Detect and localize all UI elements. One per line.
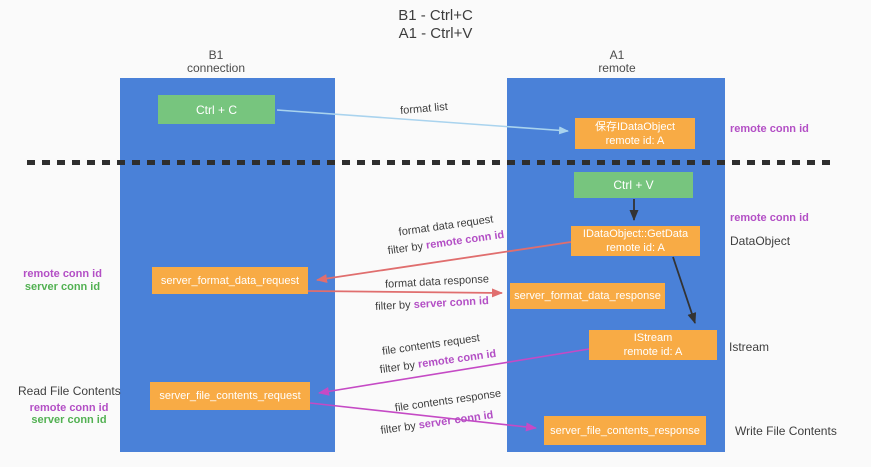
- diagram-title: B1 - Ctrl+C A1 - Ctrl+V: [0, 7, 871, 43]
- getdata-node: IDataObject::GetData remote id: A: [571, 226, 700, 256]
- remote-conn-id-label-mid-left: remote conn id: [23, 268, 102, 280]
- remote-conn-id-label-bottom-left: remote conn id: [29, 402, 109, 414]
- server-file-contents-request-node: server_file_contents_request: [150, 382, 310, 410]
- write-file-contents-label: Write File Contents: [735, 424, 837, 438]
- server-format-data-response-label: server_format_data_response: [514, 290, 661, 302]
- filter-by-prefix: filter by: [387, 239, 427, 258]
- server-format-data-request-node: server_format_data_request: [152, 267, 308, 294]
- getdata-line1: IDataObject::GetData: [582, 228, 689, 240]
- session-divider-line: [27, 160, 833, 165]
- remote-conn-id-label-top-right: remote conn id: [730, 123, 809, 135]
- format-data-response-filter-label: filter by server conn id: [375, 295, 489, 313]
- ctrl-c-node: Ctrl + C: [158, 95, 275, 124]
- server-file-contents-request-label: server_file_contents_request: [159, 390, 301, 402]
- filter-by-prefix: filter by: [379, 419, 420, 437]
- server-format-data-request-label: server_format_data_request: [160, 274, 300, 287]
- ctrl-c-label: Ctrl + C: [195, 102, 237, 117]
- istream-side-label: Istream: [729, 340, 770, 354]
- save-dataobject-line2: remote id: A: [605, 134, 665, 147]
- title-line-1: B1 - Ctrl+C: [398, 7, 473, 24]
- ctrl-v-label: Ctrl + V: [613, 178, 654, 192]
- format-list-label: format list: [399, 100, 449, 118]
- server-conn-id-label-mid-left: server conn id: [24, 281, 101, 293]
- istream-node: IStream remote id: A: [589, 330, 717, 360]
- server-conn-id-keyword: server conn id: [413, 295, 490, 311]
- ctrl-v-node: Ctrl + V: [574, 172, 693, 198]
- title-line-2: A1 - Ctrl+V: [398, 25, 473, 42]
- istream-line2: remote id: A: [623, 346, 683, 358]
- format-data-response-label: format data response: [384, 273, 490, 291]
- server-file-contents-response-node: server_file_contents_response: [544, 416, 706, 445]
- lane-header-b1: B1 connection: [146, 49, 286, 75]
- filter-by-prefix: filter by: [374, 298, 414, 313]
- server-file-contents-response-label: server_file_contents_response: [550, 424, 700, 437]
- lane-b1-name: B1: [208, 48, 224, 62]
- dataobject-label: DataObject: [730, 234, 791, 248]
- filter-by-prefix: filter by: [379, 358, 419, 377]
- lane-header-a1: A1 remote: [547, 49, 687, 75]
- server-conn-id-label-bottom-left: server conn id: [31, 414, 107, 426]
- lane-a1-name: A1: [609, 48, 625, 62]
- server-conn-id-keyword: server conn id: [417, 409, 495, 432]
- getdata-line2: remote id: A: [606, 242, 665, 254]
- lane-b1-role: connection: [186, 61, 246, 75]
- save-dataobject-line1: 保存IDataObject: [594, 120, 676, 133]
- lane-a1-role: remote: [598, 61, 636, 75]
- read-file-contents-label: Read File Contents: [18, 384, 121, 398]
- server-format-data-response-node: server_format_data_response: [510, 283, 665, 309]
- format-data-response-arrow: [307, 288, 503, 298]
- save-dataobject-node: 保存IDataObject remote id: A: [575, 118, 695, 149]
- istream-line1: IStream: [633, 332, 673, 344]
- remote-conn-id-label-mid-right: remote conn id: [730, 212, 809, 224]
